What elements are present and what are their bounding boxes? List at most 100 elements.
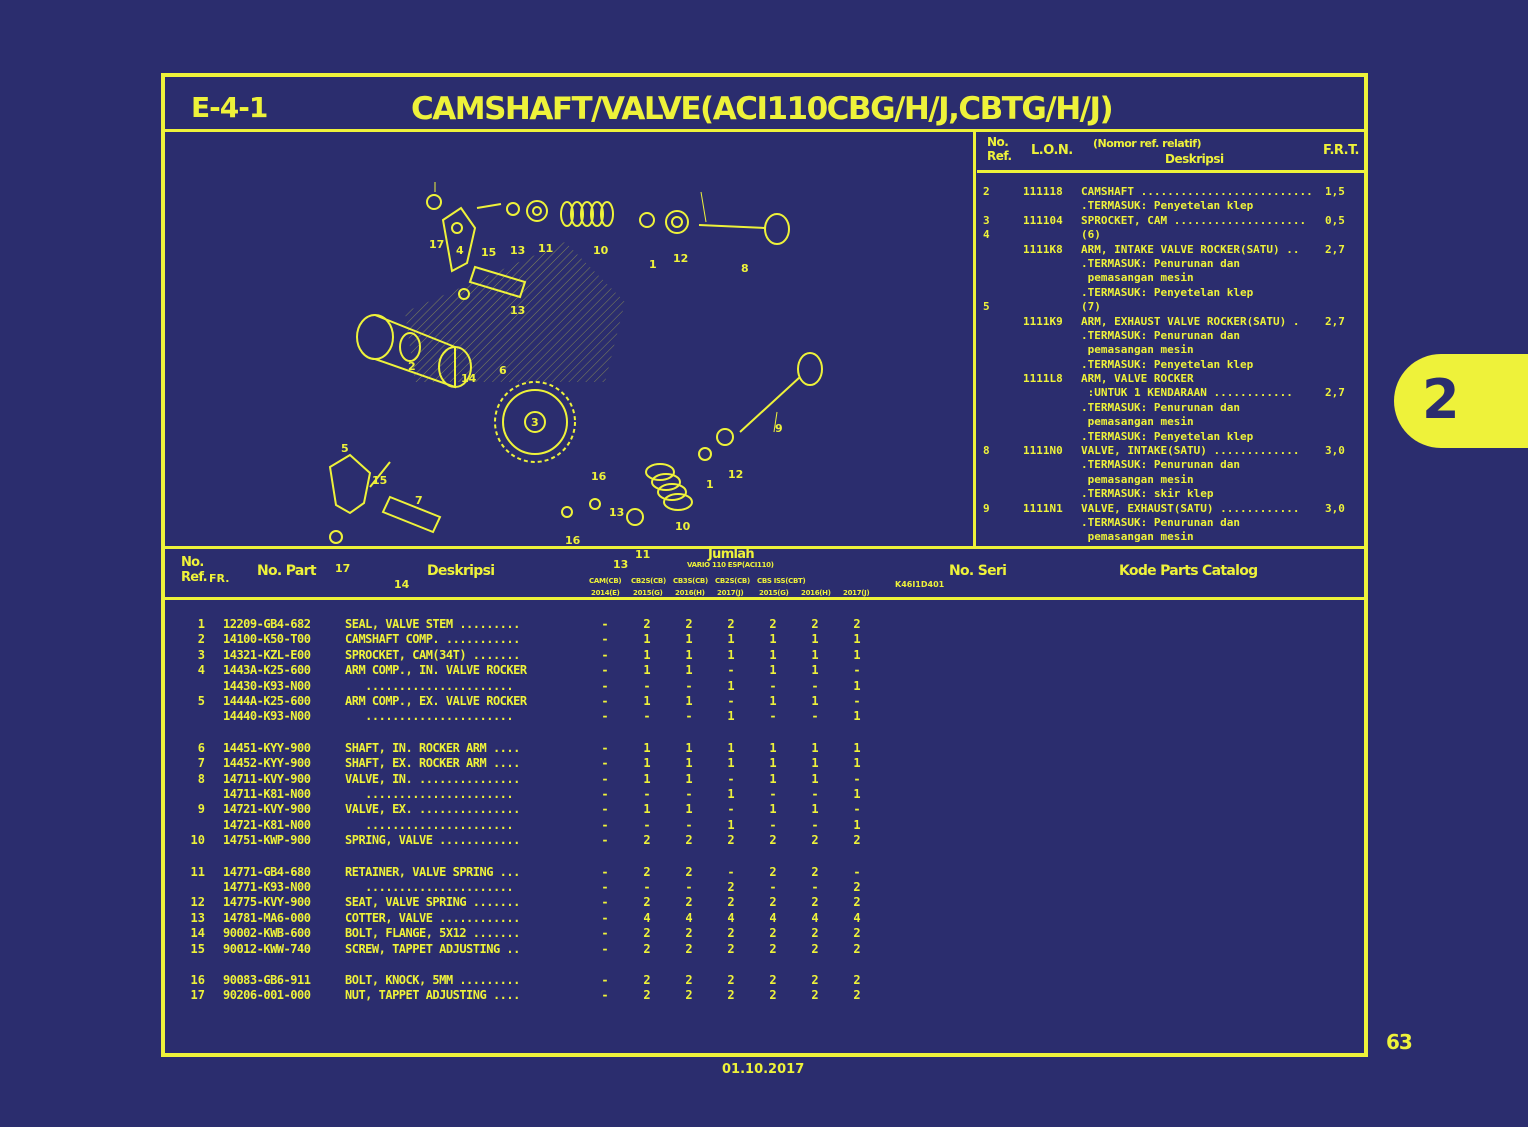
row-part-number: 1443A-K25-600 <box>223 663 311 678</box>
row-quantity: 1 <box>769 756 777 771</box>
row-quantity: 1 <box>769 740 777 755</box>
row-quantity: - <box>643 817 651 832</box>
table-no-part-header: No. Part <box>257 563 317 579</box>
ref-panel-desc: (7) <box>1081 300 1101 314</box>
row-ref-number: 14 <box>190 926 205 941</box>
callout-4: 4 <box>456 244 464 257</box>
section-tab[interactable]: 2 <box>1394 354 1528 448</box>
row-quantity: - <box>727 694 735 708</box>
ref-panel-row: pemasangan mesin <box>977 473 1357 487</box>
row-quantity: 2 <box>685 617 693 631</box>
row-description: ...................... <box>345 880 514 894</box>
row-description: SEAT, VALVE SPRING ....... <box>345 895 520 910</box>
seal-12-lower <box>716 428 734 446</box>
row-quantity: - <box>853 663 861 678</box>
callout-17: 17 <box>429 238 445 251</box>
ref-panel-lon: 111118 <box>1023 185 1063 198</box>
page-title: CAMSHAFT/VALVE(ACI110CBG/H/J,CBTG/H/J) <box>411 91 1114 127</box>
ref-panel-desc: .TERMASUK: Penurunan dan <box>1081 256 1240 270</box>
ref-panel-lon: 1111K9 <box>1023 314 1063 328</box>
ref-panel-row: pemasangan mesin <box>977 271 1357 285</box>
row-quantity: 1 <box>811 663 819 678</box>
section-tab-number: 2 <box>1422 368 1460 431</box>
table-model-label: CB3S(CB) <box>673 577 708 585</box>
seal-12 <box>665 210 689 234</box>
row-ref-number: 11 <box>190 864 205 879</box>
shaft-7 <box>381 495 442 534</box>
row-ref-number: 13 <box>190 910 205 925</box>
row-quantity: 2 <box>853 941 861 956</box>
row-quantity: 1 <box>685 663 693 678</box>
row-ref-number: 5 <box>197 694 205 708</box>
callout-10: 10 <box>593 244 609 257</box>
row-quantity: 2 <box>769 617 777 631</box>
row-quantity: 1 <box>769 694 777 708</box>
row-part-number: 14771-K93-N00 <box>223 880 311 894</box>
callout-9: 9 <box>775 422 783 435</box>
row-quantity: - <box>601 787 609 801</box>
row-quantity: - <box>643 709 651 724</box>
row-quantity: 2 <box>853 880 861 894</box>
figure-code: K46I1D401 <box>895 580 945 589</box>
row-description: ...................... <box>345 787 514 801</box>
retainer-11-lower <box>626 508 644 526</box>
row-description: ARM COMP., IN. VALVE ROCKER <box>345 663 527 678</box>
callout-1: 1 <box>649 258 657 271</box>
ref-panel-frt: 2,7 <box>1325 242 1345 256</box>
row-quantity: 1 <box>727 678 735 693</box>
row-quantity: 1 <box>853 647 861 662</box>
ref-panel-row: :UNTUK 1 KENDARAAN ............2,7 <box>977 386 1357 400</box>
table-year-label: 2016(H) <box>801 589 831 597</box>
ref-panel-desc: ARM, VALVE ROCKER <box>1081 372 1194 386</box>
row-quantity: 2 <box>769 833 777 848</box>
ref-panel-row: .TERMASUK: Penurunan dan <box>977 516 1357 530</box>
row-description: SHAFT, EX. ROCKER ARM .... <box>345 756 520 771</box>
row-quantity: 2 <box>727 895 735 910</box>
ref-panel-frt: 1,5 <box>1325 185 1345 198</box>
ref-panel-row: .TERMASUK: Penyetelan klep <box>977 430 1357 444</box>
callout-14: 14 <box>461 372 477 385</box>
row-part-number: 14721-K81-N00 <box>223 817 311 832</box>
row-part-number: 14711-KVY-900 <box>223 771 311 786</box>
row-quantity: 1 <box>811 802 819 817</box>
row-part-number: 14321-KZL-E00 <box>223 647 311 662</box>
ref-panel-desc: .TERMASUK: Penurunan dan <box>1081 458 1240 472</box>
row-ref-number: 1 <box>197 617 205 631</box>
row-quantity: 1 <box>769 647 777 662</box>
row-quantity: 2 <box>811 895 819 910</box>
row-quantity: 1 <box>685 694 693 708</box>
row-quantity: 1 <box>643 756 651 771</box>
row-description: COTTER, VALVE ............ <box>345 910 520 925</box>
shaft-6 <box>468 265 527 299</box>
rocker-arm-ex <box>328 453 372 515</box>
row-quantity: 1 <box>727 632 735 647</box>
table-year-label: 2016(H) <box>675 589 705 597</box>
table-header-top-divider <box>165 546 1364 549</box>
row-quantity: 2 <box>853 988 861 1003</box>
row-quantity: 1 <box>643 632 651 647</box>
nut-17-lower <box>329 530 343 544</box>
row-part-number: 12209-GB4-682 <box>223 617 311 631</box>
row-quantity: - <box>769 817 777 832</box>
row-part-number: 14440-K93-N00 <box>223 709 311 724</box>
row-quantity: - <box>601 880 609 894</box>
row-quantity: 2 <box>769 926 777 941</box>
row-quantity: 1 <box>643 771 651 786</box>
row-quantity: 1 <box>769 663 777 678</box>
row-quantity: - <box>601 740 609 755</box>
ref-panel-row: 4(6) <box>977 228 1357 242</box>
row-quantity: - <box>601 678 609 693</box>
row-quantity: 1 <box>643 694 651 708</box>
row-quantity: 1 <box>811 771 819 786</box>
row-description: BOLT, FLANGE, 5X12 ....... <box>345 926 520 941</box>
row-quantity: - <box>643 678 651 693</box>
ref-panel-lon: 111104 <box>1023 213 1063 227</box>
row-quantity: - <box>727 864 735 879</box>
ref-panel-no-ref-header: No. Ref. <box>987 135 1012 163</box>
row-quantity: - <box>685 817 693 832</box>
